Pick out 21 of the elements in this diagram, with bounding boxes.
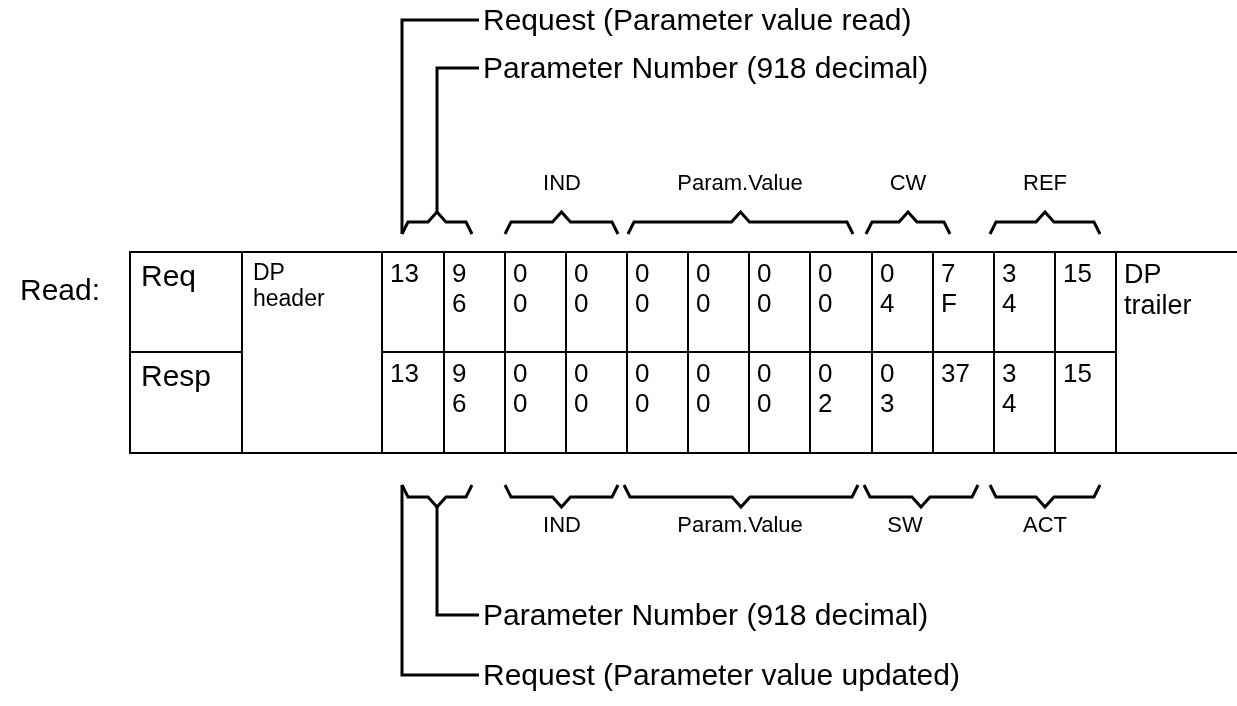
table-cell: Req <box>129 251 243 353</box>
leader-line <box>435 507 479 617</box>
table-cell: DP trailer <box>1115 251 1237 454</box>
annotation-text: Parameter Number (918 decimal) <box>483 50 929 86</box>
annotation-text: Request (Parameter value updated) <box>483 657 960 693</box>
annotation-text: Parameter Number (918 decimal) <box>483 597 929 633</box>
annotation-text: Request (Parameter value read) <box>483 2 912 38</box>
field-label: ACT <box>1023 512 1067 538</box>
leader-line <box>400 485 479 677</box>
field-label: REF <box>1023 170 1067 196</box>
field-label: IND <box>543 170 581 196</box>
field-label: SW <box>887 512 923 538</box>
row-heading: Read: <box>19 272 101 308</box>
table-cell: Resp <box>129 351 243 454</box>
table-cell: DP header <box>241 251 383 454</box>
field-label: CW <box>889 170 927 196</box>
field-label: Param.Value <box>677 512 803 538</box>
leader-line <box>400 18 479 234</box>
leader-line <box>435 66 479 212</box>
field-label: Param.Value <box>677 170 803 196</box>
field-label: IND <box>543 512 581 538</box>
